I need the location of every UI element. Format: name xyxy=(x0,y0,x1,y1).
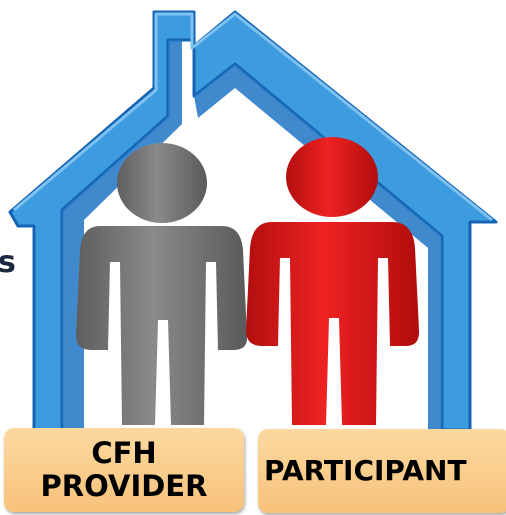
provider-label-line1: CFH xyxy=(91,436,157,470)
cropped-text: s xyxy=(0,245,16,280)
house-outline xyxy=(8,10,498,432)
provider-label-line2: PROVIDER xyxy=(40,469,208,503)
participant-figure xyxy=(246,137,420,425)
participant-label: PARTICIPANT xyxy=(258,429,506,513)
provider-label: CFH PROVIDER xyxy=(4,428,244,512)
participant-label-text: PARTICIPANT xyxy=(264,454,467,487)
provider-figure xyxy=(76,143,248,425)
